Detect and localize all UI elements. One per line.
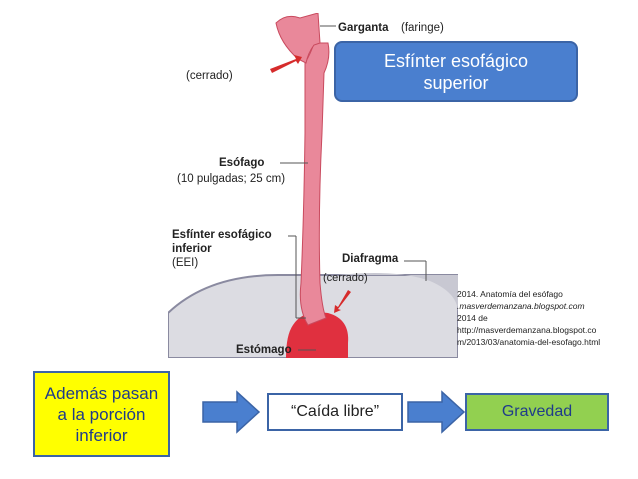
flow-end-box: Gravedad (465, 393, 609, 431)
citation-line-2: .masverdemanzana.blogspot.com (457, 301, 585, 311)
pharynx-shape (275, 13, 321, 64)
flow-end-text: Gravedad (501, 403, 573, 420)
flow-start-text: Además pasan a la porción inferior (44, 383, 159, 445)
citation-line-1: 2014. Anatomía del esófago (457, 289, 563, 299)
flow-arrow-2 (407, 390, 466, 434)
stomach-shape (286, 312, 349, 358)
label-throat: Garganta (338, 22, 389, 34)
diaphragm-shape (338, 273, 458, 313)
flow-middle-box: “Caída libre” (267, 393, 403, 431)
citation: 2014. Anatomía del esófago .masverdemanz… (457, 288, 637, 348)
flow-arrow-1 (202, 390, 261, 434)
lower-pointer-arrow (334, 290, 351, 313)
label-throat-alt: (faringe) (401, 22, 444, 34)
callout-text: Esfínter esofágico superior (383, 50, 529, 93)
citation-line-5: m/2013/03/anatomia-del-esofago.html (457, 337, 601, 347)
esophagus-tube (299, 42, 330, 326)
label-diaphragm: Diafragma (342, 253, 399, 265)
flow-start-box: Además pasan a la porción inferior (33, 371, 170, 457)
citation-line-3: 2014 de (457, 313, 488, 323)
label-esophagus-size: (10 pulgadas; 25 cm) (177, 173, 286, 185)
upper-sphincter-callout: Esfínter esofágico superior (334, 41, 578, 102)
citation-line-4: http://masverdemanzana.blogspot.co (457, 325, 597, 335)
flow-middle-text: “Caída libre” (290, 403, 380, 420)
label-lower-sphincter-abbr: (EEI) (172, 257, 199, 269)
esophagus-illustration (168, 13, 458, 358)
label-closed-bottom: (cerrado) (323, 272, 368, 284)
label-stomach: Estómago (236, 344, 292, 356)
label-lower-sphincter-2: inferior (172, 243, 212, 255)
upper-pointer-arrow (270, 55, 302, 73)
label-lower-sphincter-1: Esfínter esofágico (172, 229, 272, 241)
label-esophagus: Esófago (219, 157, 265, 169)
label-closed-top: (cerrado) (186, 70, 233, 82)
